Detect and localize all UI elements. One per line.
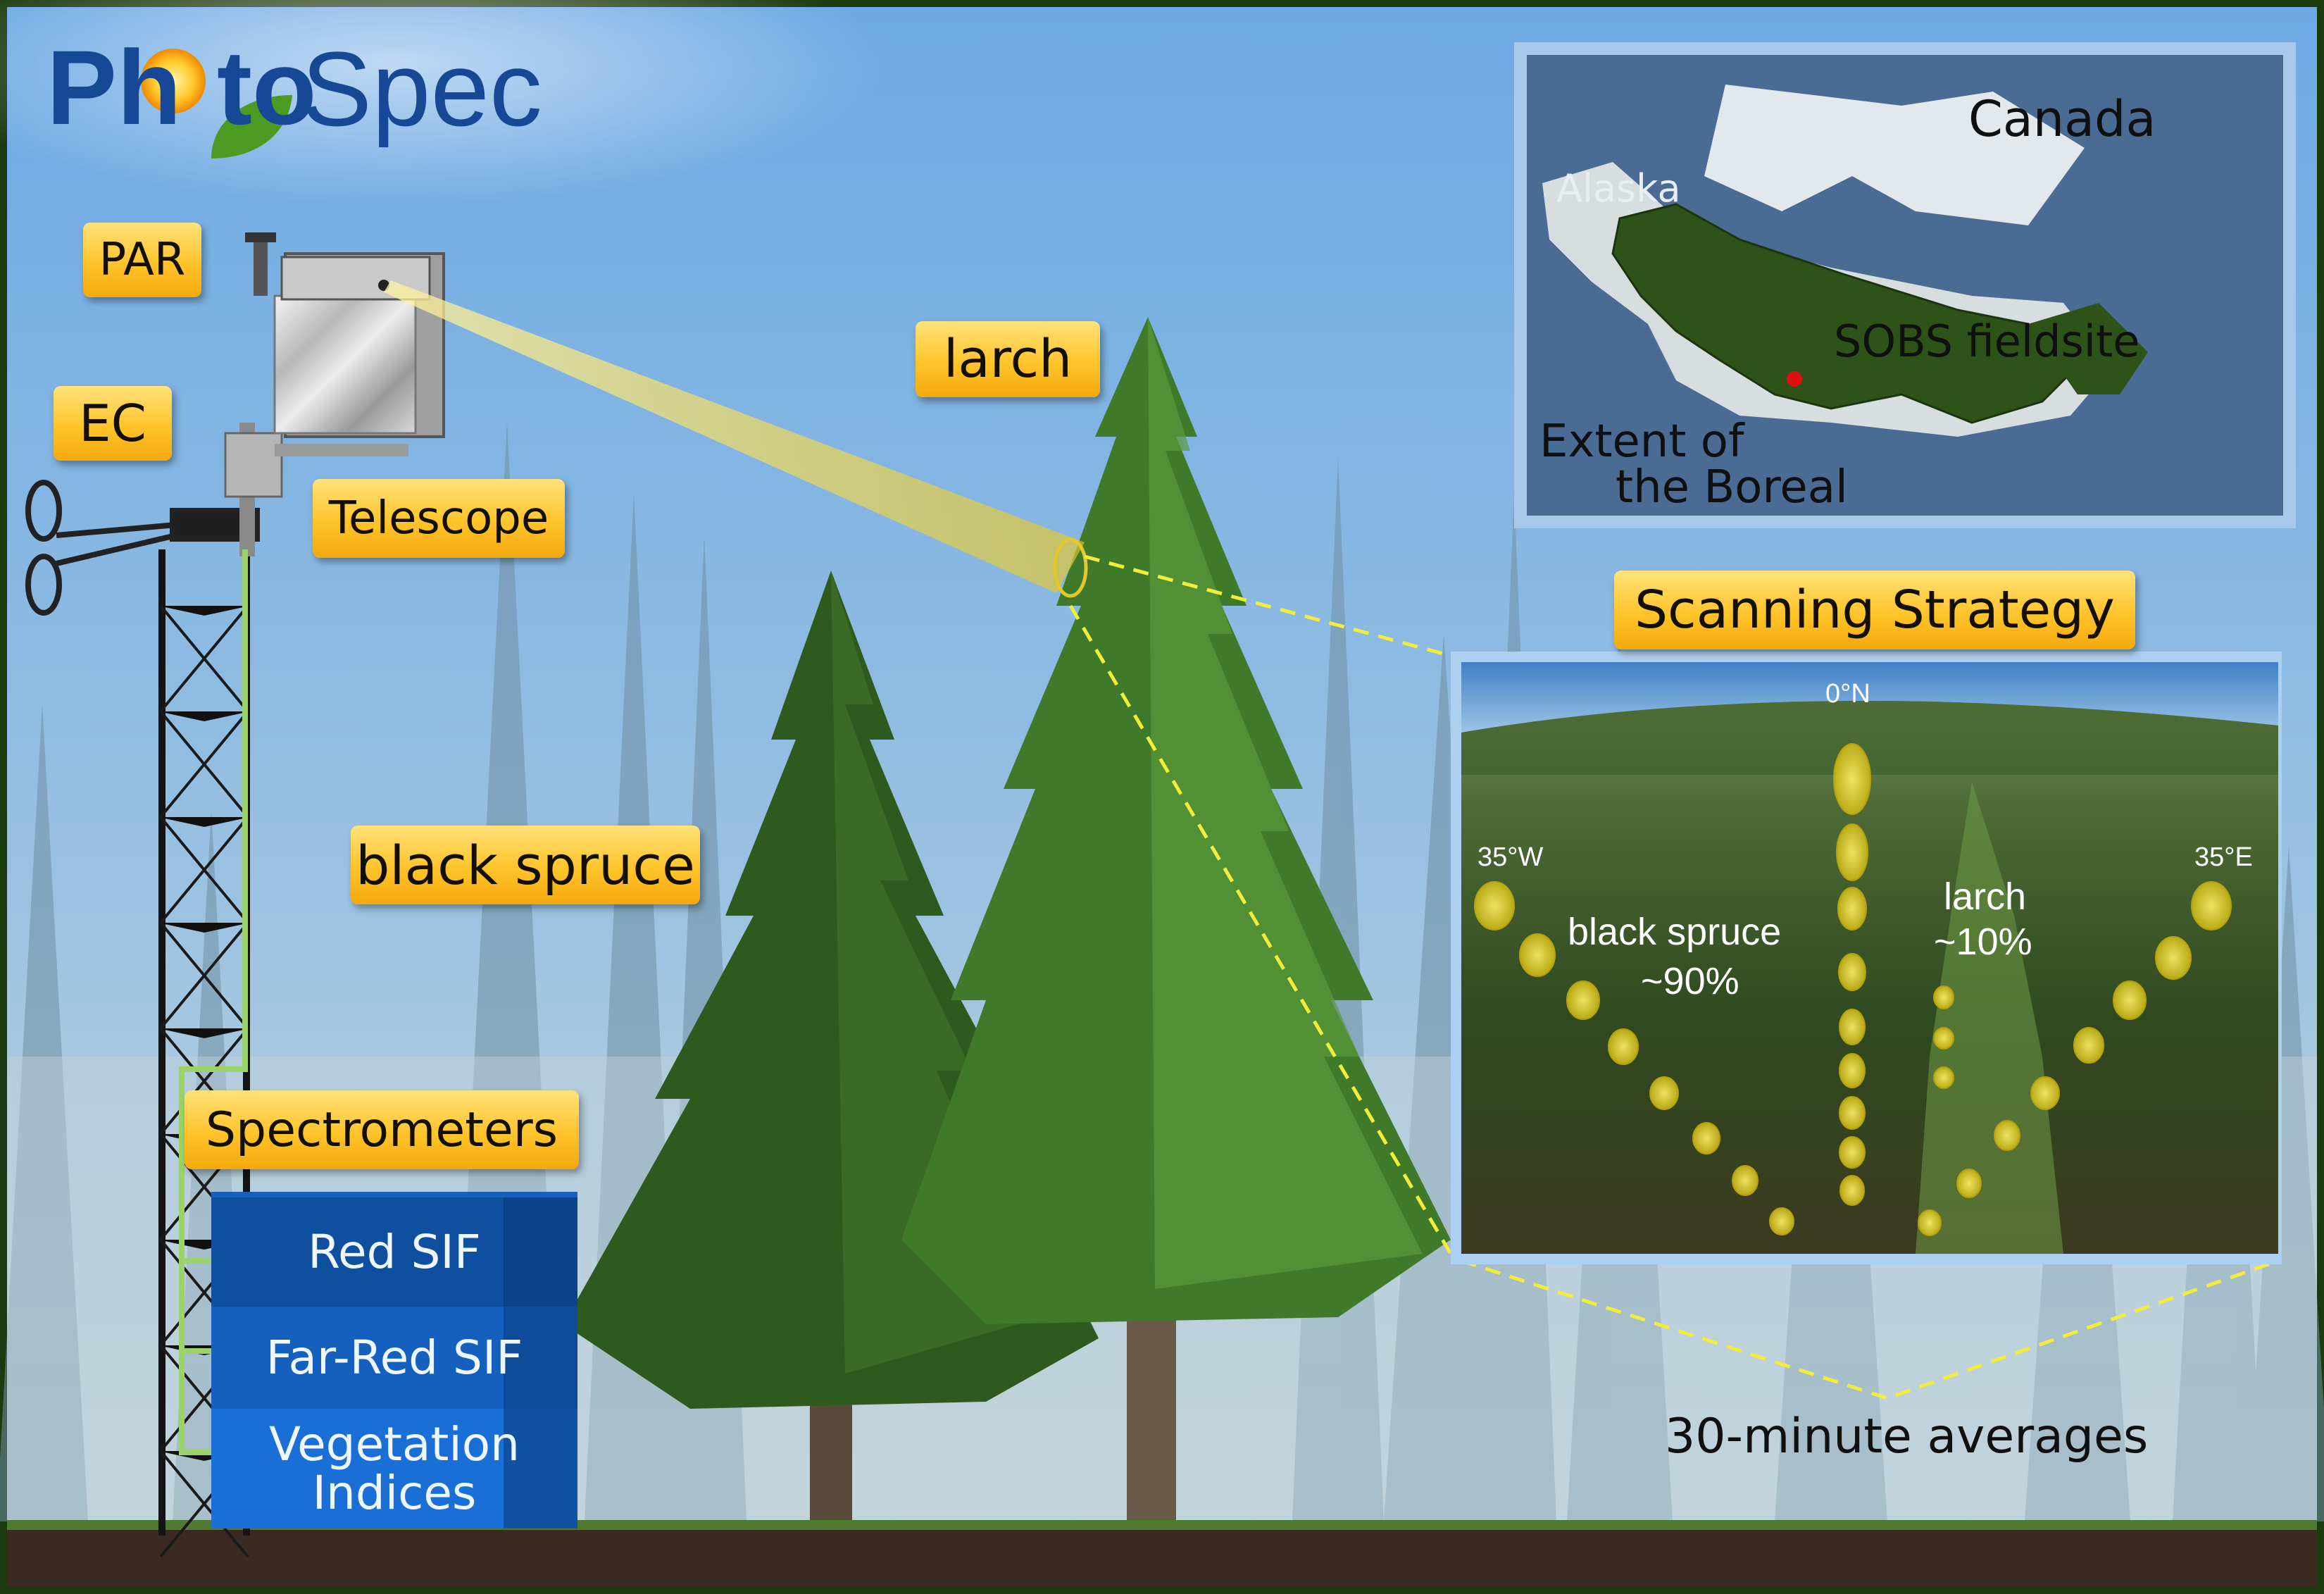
tower-platform xyxy=(158,817,250,827)
map-boreal-label-line1: Extent of xyxy=(1539,416,1744,468)
map-country-label: Canada xyxy=(1968,90,2156,148)
canada-map xyxy=(1514,42,2296,528)
scan-larch-percent: ~10% xyxy=(1934,921,2032,963)
scan-footprint xyxy=(1918,1209,1942,1236)
ground-soil xyxy=(7,1525,2317,1587)
tower-platform xyxy=(158,606,250,616)
map-alaska-label: Alaska xyxy=(1556,166,1681,211)
logo-graphics xyxy=(141,49,292,158)
black-spruce-label: black spruce xyxy=(351,826,700,904)
telescope-beam xyxy=(384,280,1085,593)
logo-text-spec: Spec xyxy=(301,30,542,148)
scan-footprint xyxy=(1608,1028,1639,1065)
larch-patch xyxy=(1916,782,2063,1254)
scan-footprint xyxy=(1837,887,1867,930)
tower-platform xyxy=(158,1028,250,1038)
tower-brace xyxy=(159,710,249,818)
scan-north-label: 0°N xyxy=(1825,679,1870,709)
scan-footprints xyxy=(1474,743,2232,1236)
ground-grass xyxy=(7,1520,2317,1530)
scan-footprint xyxy=(1474,881,1515,930)
leaf-logo-icon xyxy=(211,95,292,158)
scan-footprint xyxy=(1836,823,1868,881)
scan-west-label: 35°W xyxy=(1478,842,1544,872)
background-tree xyxy=(0,704,88,1521)
scan-footprint xyxy=(1839,1053,1866,1088)
tower-platform xyxy=(158,923,250,933)
logo-text-to: to xyxy=(217,28,317,147)
larch-label: larch xyxy=(916,321,1100,397)
map-boreal-label-line2: the Boreal xyxy=(1616,461,1848,513)
scanning-strategy-label: Scanning Strategy xyxy=(1614,571,2135,649)
scan-footprint xyxy=(1994,1120,2020,1151)
scan-footprint xyxy=(2030,1076,2060,1110)
scan-footprint xyxy=(1769,1207,1794,1235)
scan-footprint xyxy=(2155,936,2192,980)
spectrometer-far-red-sif: Far-Red SIF xyxy=(265,1330,523,1385)
scan-footprint xyxy=(1956,1169,1982,1198)
scan-footprint xyxy=(1732,1165,1758,1196)
logo-text-ph: Ph xyxy=(46,28,182,147)
map-site-label: SOBS fieldsite xyxy=(1834,316,2140,367)
spectrometer-red-sif: Red SIF xyxy=(308,1224,481,1279)
tower-brace xyxy=(159,604,249,713)
scan-footprint xyxy=(1839,1009,1866,1045)
scan-spruce-percent: ~90% xyxy=(1641,960,1739,1002)
tower-platform xyxy=(158,711,250,721)
fieldsite-marker xyxy=(1787,371,1802,387)
data-cable xyxy=(179,549,248,1455)
scan-footprint xyxy=(1933,1066,1954,1089)
scan-footprint xyxy=(1839,1096,1866,1130)
telescope-instrument xyxy=(224,232,445,556)
scan-footprint xyxy=(1933,985,1954,1009)
scan-footprint xyxy=(1839,1175,1865,1206)
scan-footprint xyxy=(1566,980,1600,1020)
scan-east-label: 35°E xyxy=(2194,842,2253,872)
background-tree xyxy=(2247,845,2324,1521)
tower-brace xyxy=(159,816,249,924)
tower-brace xyxy=(159,1027,249,1135)
scan-footprint xyxy=(1933,1027,1954,1050)
scan-footprint xyxy=(1838,953,1866,991)
larch-tree xyxy=(901,317,1451,1536)
scan-larch-label: larch xyxy=(1944,876,2027,918)
spectrometers-label: Spectrometers xyxy=(185,1090,579,1169)
scan-footprint xyxy=(2113,980,2147,1020)
ec-label: EC xyxy=(54,386,172,461)
zoom-leader-lines xyxy=(1068,554,2279,1400)
tower-brace xyxy=(159,921,249,1030)
beam-footprint xyxy=(1053,537,1088,598)
spectrometer-vegetation-indices: Vegetation Indices xyxy=(269,1416,520,1520)
sun-logo-icon xyxy=(141,49,206,113)
scan-footprint xyxy=(2073,1027,2104,1064)
spectrometer-stack xyxy=(211,1192,577,1528)
scan-footprint xyxy=(1833,743,1871,815)
averages-label: 30-minute averages xyxy=(1665,1409,2149,1464)
background-tree xyxy=(1384,634,1504,1521)
scan-footprint xyxy=(1519,933,1556,977)
scan-footprint xyxy=(1839,1136,1866,1169)
scan-footprint xyxy=(1649,1076,1679,1110)
scan-footprint xyxy=(2191,881,2232,930)
scanning-panel xyxy=(1451,652,2282,1264)
scan-footprint xyxy=(1692,1122,1720,1154)
telescope-label: Telescope xyxy=(313,479,565,558)
scan-spruce-label: black spruce xyxy=(1568,911,1782,953)
par-label: PAR xyxy=(83,223,201,297)
